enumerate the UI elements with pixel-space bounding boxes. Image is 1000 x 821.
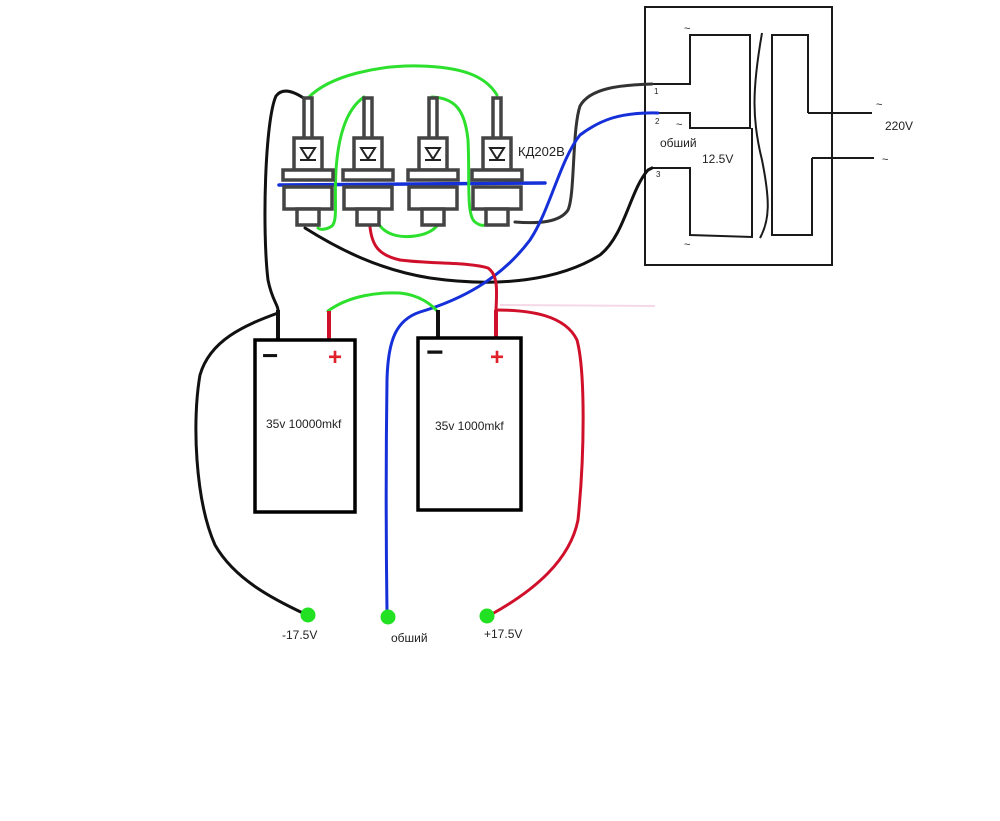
capacitor-c2: − + 35v 1000mkf — [416, 310, 523, 512]
wire-red-c2-plus-to-pos-output — [490, 308, 585, 616]
terminal-pos-label: +17.5V — [484, 627, 522, 641]
c1-minus-sign: − — [262, 340, 278, 371]
wire-black-c1-minus-to-neg-output — [194, 311, 307, 616]
wire-red-d2-to-c2-plus — [368, 225, 499, 312]
diode-part-label: КД202В — [518, 144, 565, 159]
wire-blue-diode-bus — [277, 181, 547, 187]
output-terminals: -17.5V обший +17.5V — [282, 607, 522, 645]
terminal-pos[interactable] — [479, 608, 495, 624]
c2-minus-sign: − — [426, 336, 444, 369]
c2-plus-sign: + — [490, 344, 504, 371]
tilde-primary-top: ~ — [876, 99, 882, 111]
diode-housing — [352, 136, 384, 172]
wire-black-d1-to-pin3 — [303, 166, 654, 284]
transformer-core-curve — [753, 32, 769, 239]
diode-lead — [427, 96, 439, 142]
diode-nut — [471, 185, 523, 211]
wire-green-d3-to-d4-stud — [430, 95, 489, 227]
diode-symbol-icon — [359, 147, 377, 161]
wire-green-d2-to-d3-stud — [376, 220, 442, 239]
terminal-common-label: обший — [391, 631, 428, 645]
diode-nut — [342, 185, 394, 211]
wire-green-d1-to-d4 — [306, 64, 499, 100]
capacitor-c1: − + 35v 10000mkf — [253, 310, 357, 514]
diode-lead — [302, 96, 314, 142]
diode-stud — [355, 207, 381, 227]
secondary-winding-lower — [652, 128, 753, 239]
wire-black-d1-to-c1-minus — [263, 89, 307, 312]
pin-2-label: 2 — [655, 117, 660, 126]
wire-green-d2-to-d1-stud — [316, 95, 366, 231]
wire-gray-d4-to-pin1 — [513, 82, 654, 225]
diode-d1 — [281, 96, 335, 227]
transformer: ~ ~ ~ ~ ~ 1 2 3 обший 12.5V 220V — [644, 6, 913, 266]
secondary-winding-upper — [652, 34, 751, 129]
tilde-secondary-top: ~ — [684, 23, 690, 35]
diode-stud — [484, 207, 510, 227]
c2-body — [416, 336, 523, 512]
tilde-secondary-mid: ~ — [676, 119, 682, 131]
diode-housing — [417, 136, 449, 172]
pin-1-label: 1 — [654, 87, 659, 96]
common-label-transformer: обший — [660, 136, 697, 150]
diode-flange — [281, 168, 335, 182]
secondary-voltage-label: 12.5V — [702, 152, 733, 166]
wire-green-c1-plus-to-c2-minus — [326, 291, 440, 314]
diode-symbol-icon — [488, 147, 506, 161]
diode-stud — [420, 207, 446, 227]
c1-label: 35v 10000mkf — [266, 417, 342, 431]
pin-3-label: 3 — [656, 170, 661, 179]
diode-housing — [292, 136, 324, 172]
diode-d4 — [470, 96, 524, 227]
transformer-frame — [644, 6, 833, 266]
tilde-primary-bottom: ~ — [882, 154, 888, 166]
diode-stud — [295, 207, 321, 227]
tilde-secondary-bottom: ~ — [684, 239, 690, 251]
diode-d2 — [341, 96, 395, 227]
diode-flange — [406, 168, 460, 182]
c1-plus-sign: + — [328, 344, 342, 371]
wires — [194, 64, 660, 616]
c2-label: 35v 1000mkf — [435, 419, 504, 433]
diode-nut — [407, 185, 459, 211]
diode-symbol-icon — [299, 147, 317, 161]
terminal-neg-label: -17.5V — [282, 628, 317, 642]
primary-voltage-label: 220V — [885, 119, 913, 133]
terminal-common[interactable] — [380, 609, 396, 625]
faint-pink-line — [499, 304, 656, 307]
diode-symbol-icon — [424, 147, 442, 161]
diode-nut — [282, 185, 334, 211]
primary-winding — [771, 34, 813, 236]
diode-d3 — [406, 96, 460, 227]
diode-housing — [481, 136, 513, 172]
terminal-neg[interactable] — [300, 607, 316, 623]
diode-flange — [341, 168, 395, 182]
diode-lead — [362, 96, 374, 142]
wire-blue-pin2-to-common — [384, 111, 660, 614]
diode-array — [281, 96, 524, 227]
c1-body — [253, 338, 357, 514]
diode-flange — [470, 168, 524, 182]
diode-lead — [491, 96, 503, 142]
